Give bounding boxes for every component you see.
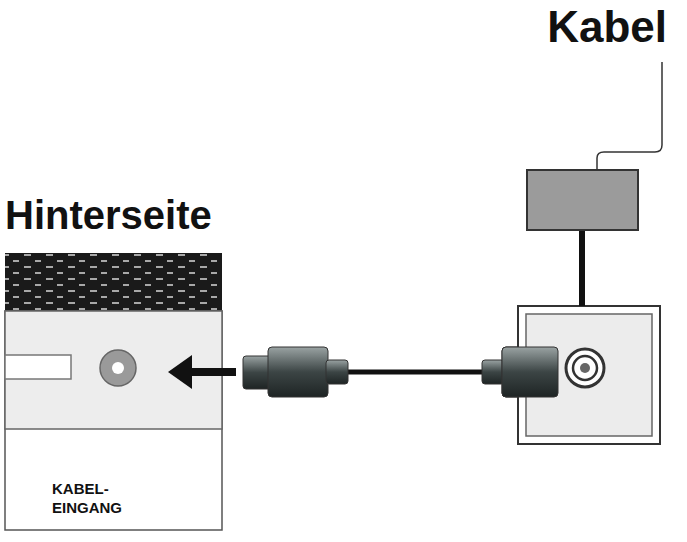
cable-label: Kabel — [547, 3, 667, 51]
panel-heading: Hinterseite — [5, 192, 305, 238]
tv-back-panel — [5, 253, 222, 530]
wall-socket — [502, 306, 660, 444]
cable-feed — [527, 62, 662, 306]
insert-arrow — [168, 355, 236, 389]
coax-cable — [243, 347, 558, 397]
tv-back-node: HinterseiteKABEL- EINGANG — [5, 192, 222, 530]
port-label: KABEL- EINGANG — [52, 480, 142, 518]
